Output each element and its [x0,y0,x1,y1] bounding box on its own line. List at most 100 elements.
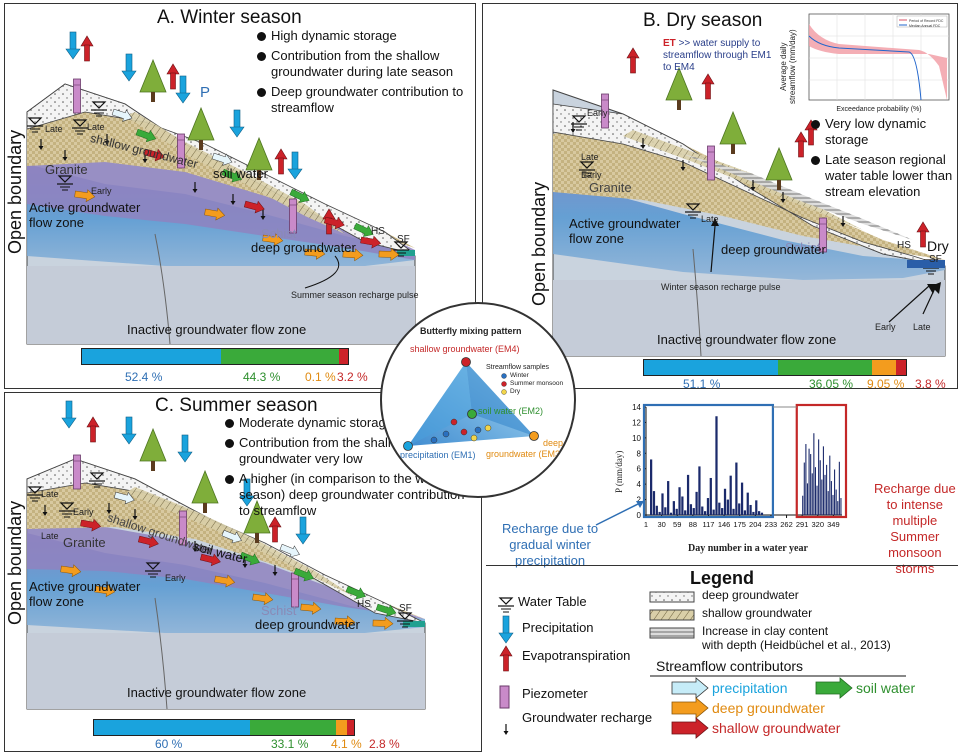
summer-deep-gw-label: deep groundwater [255,617,360,632]
precip-bar [740,482,744,515]
precip-xtick-label: 59 [673,520,681,529]
winter-open-boundary: Open boundary [5,129,25,254]
summer-active-zone-label: Active groundwater flow zone [29,579,141,609]
precip-bar [698,466,701,515]
dry-inset-xlabel: Exceedance probability (%) [836,106,921,113]
summer-bullets: Moderate dynamic storage Contribution fr… [225,415,475,523]
precip-bar [803,462,805,515]
dry-active-zone-label: Active groundwater flow zone [569,216,681,246]
dry-early-label-1: Early [587,108,608,118]
legend-shallow-gw: shallow groundwater [702,606,813,620]
dry-pulse-label: Winter season recharge pulse [661,282,781,292]
legend-deep-gw: deep groundwater [702,588,799,602]
winter-pct-shallow: 3.2 % [337,370,368,384]
precip-bar [709,477,712,515]
summer-pct-shallow: 2.8 % [369,737,400,751]
dry-deep-gw-label: deep groundwater [721,242,826,257]
winter-p-label: P [200,84,211,101]
precip-bar [822,446,824,515]
dry-bar-deep [872,360,897,375]
precip-ytick-label: 2 [637,496,642,505]
precip-ytick-label: 14 [632,403,641,412]
precip-bar [669,512,673,515]
butterfly-sample-winter: Winter [510,372,529,379]
precip-xtick-label: 349 [827,520,840,529]
dry-bar-shallow [896,360,906,375]
precip-bar [723,488,727,515]
dry-late-label-2: Late [913,322,931,332]
precip-bar [743,510,747,515]
dry-et-note: ET >> water supply to streamflow through… [663,38,781,74]
winter-granite-label: Granite [45,162,88,177]
precip-bar [738,503,741,515]
precip-bar [701,506,704,515]
summer-bar-precip [94,720,250,735]
precip-bar [813,433,815,515]
precip-xtick-label: 320 [812,520,825,529]
precip-ytick-label: 4 [637,480,642,489]
summer-late-label-1: Late [41,489,59,499]
summer-sf-label: SF [399,603,412,614]
precip-bar [652,491,656,515]
summer-cross-section [26,400,426,710]
precip-bar [667,481,670,515]
dry-pct-shallow: 3.8 % [915,377,946,391]
precip-bar [808,448,810,515]
winter-schist-label: Schist [261,226,297,241]
summer-late-label-2: Late [41,531,59,541]
winter-note-arrowhead [636,501,644,508]
winter-cross-section [26,31,416,345]
legend-et: Evapotranspiration [522,648,631,663]
summer-pct-soil: 33.1 % [271,737,309,751]
dry-et-note-et: ET [663,38,676,49]
summer-pct-deep: 4.1 % [331,737,362,751]
dry-bullet-2: Late season regional water table lower t… [825,152,953,199]
butterfly-triangle [403,357,539,451]
precip-xtick-label: 117 [702,520,714,529]
precip-xtick-label: 88 [689,520,697,529]
dry-title: B. Dry season [643,10,763,31]
precip-bar [675,508,678,515]
precip-chart-xlabel: Day number in a water year [688,543,808,554]
dry-bar-precip [644,360,778,375]
precip-ytick-label: 8 [637,449,642,458]
dry-pct-soil: 36.05 % [809,377,854,391]
summer-open-boundary: Open boundary [5,500,25,625]
precip-chart-ylabel: P (mm/day) [614,450,624,493]
precip-bar [829,455,831,515]
winter-hs-label: HS [371,226,385,237]
dry-inset-legend-2: Median Annual FDC [909,24,941,28]
precip-xtick-label: 291 [796,520,809,529]
precip-bar [755,500,758,515]
winter-title: A. Winter season [157,7,302,28]
precip-bar [686,474,690,515]
summer-highlight-box [795,403,848,519]
precip-bar [810,454,812,515]
dry-fdc-inset: Period of Record FDC Median Annual FDC E… [808,13,950,113]
legend-piezometer: Piezometer [522,686,588,701]
precip-xtick-label: 262 [780,520,793,529]
precip-bar [681,496,684,515]
precip-bar [811,473,813,515]
summer-bullet-1: Moderate dynamic storage [239,415,393,430]
legend-contrib-soil: soil water [856,680,916,696]
winter-note-pointer [595,500,645,526]
precip-bar [718,502,721,515]
summer-hs-label: HS [357,599,371,610]
dry-bar-soil [777,360,873,375]
precip-xtick-label: 204 [749,520,762,529]
legend-contrib-shallow: shallow groundwater [712,720,841,736]
butterfly-em4-label: shallow groundwater (EM4) [410,344,520,354]
precip-bar [806,483,809,515]
summer-schist-label: Schist [261,603,297,618]
precip-ytick-label: 0 [637,511,642,520]
dry-pct-deep: 9.05 % [867,377,905,391]
precip-bar [814,467,816,515]
legend-symbols [497,591,906,739]
precip-bar [816,485,818,515]
precip-bar [834,469,836,515]
dry-pct-precip: 51.1 % [683,377,721,391]
precip-bar [818,439,820,515]
precip-bar [715,416,718,515]
precip-bar [835,489,837,515]
